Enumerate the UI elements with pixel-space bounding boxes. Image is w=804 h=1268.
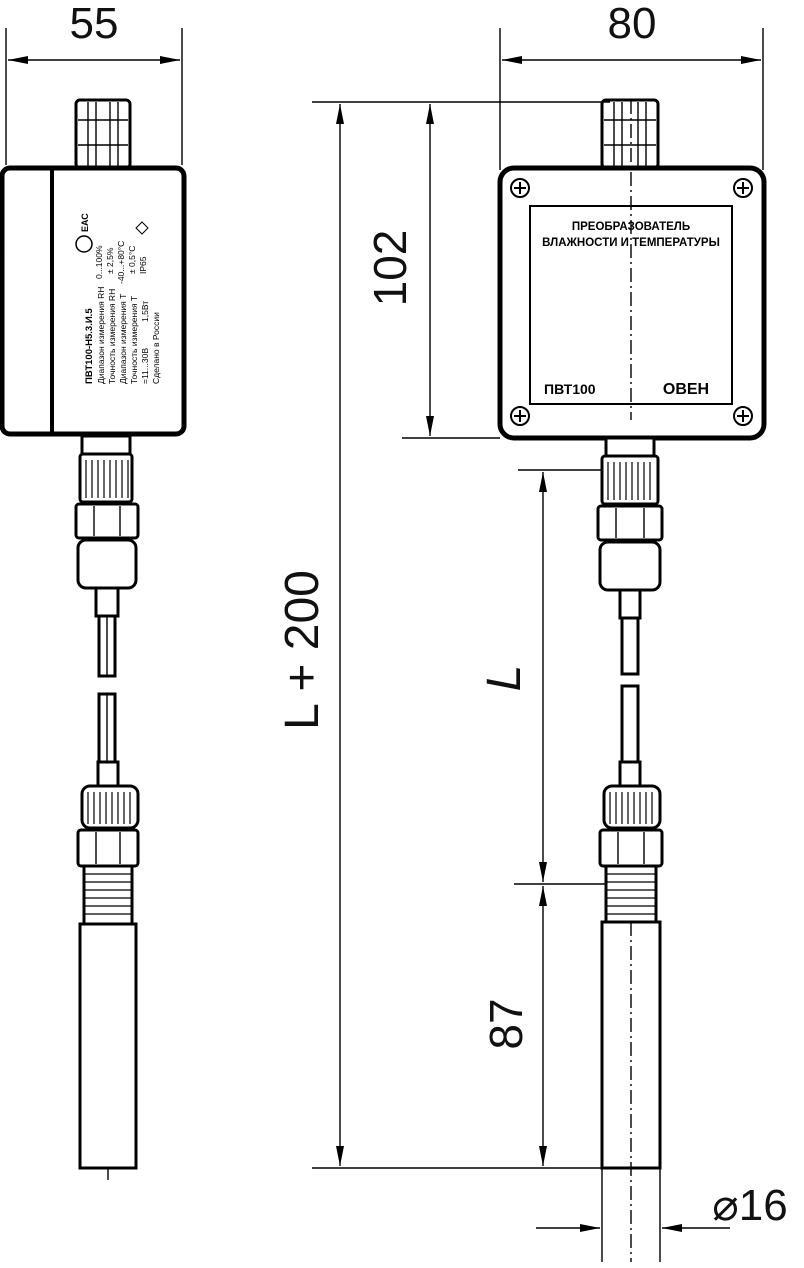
front-view: 80 ПРЕОБРАЗОВАТЕЛЬ ВЛАЖНОСТИ И ТЕМПЕРАТУ… xyxy=(497,0,788,1262)
front-cable-sleeve xyxy=(618,588,642,620)
housing-screws xyxy=(510,178,753,426)
screw-slot xyxy=(737,410,749,422)
side-line5-value: 1,5Вт xyxy=(140,301,150,322)
side-line5: =11...30В xyxy=(140,348,150,384)
probe-length-label: 87 xyxy=(480,998,532,1049)
side-line1-value: 0...100% xyxy=(94,245,104,279)
front-probe-nut xyxy=(598,828,664,868)
side-line4-value: ± 0,5°С xyxy=(127,246,137,274)
screw-slot xyxy=(737,182,749,194)
side-probe-nut xyxy=(76,828,140,868)
side-probe-body xyxy=(78,922,138,1170)
side-probe-thread xyxy=(82,864,134,926)
front-cable-boot xyxy=(598,540,662,592)
screw-slot xyxy=(514,182,526,194)
side-line3-value: -40...+80°С xyxy=(116,241,126,284)
side-line2: Точность измерения RH xyxy=(107,289,117,384)
side-probe-knurl xyxy=(87,792,131,824)
nameplate-brand: ОВЕН xyxy=(663,381,709,398)
cable-length-label: L xyxy=(478,665,531,692)
vertical-dimensions: L + 200 102 L 87 xyxy=(276,101,610,1169)
side-nameplate: ПВТ100-Н5.3.И.5 Диапазон измерения RH 0.… xyxy=(75,213,161,384)
front-bottom-nut xyxy=(604,436,656,458)
front-probe-knurl xyxy=(609,792,653,824)
side-cable-sleeve xyxy=(94,586,120,618)
side-housing xyxy=(0,165,187,437)
front-top-gland xyxy=(600,98,660,170)
front-hex-nut xyxy=(596,504,664,542)
total-length-label: L + 200 xyxy=(276,570,329,730)
front-cable-upper xyxy=(620,616,640,676)
front-probe-sleeve xyxy=(618,760,642,788)
side-line4: Точность измерения Т xyxy=(129,296,139,384)
side-probe-thread-lines xyxy=(84,873,132,915)
screw-slot xyxy=(514,410,526,422)
side-view: 55 ПВТ100-Н5.3.И.5 Диапазон измерения RH… xyxy=(0,0,187,1180)
side-model: ПВТ100-Н5.3.И.5 xyxy=(84,308,95,384)
side-hex-nut xyxy=(74,502,140,540)
front-cable-lower xyxy=(620,684,640,764)
housing-height-label: 102 xyxy=(364,230,416,307)
side-line3: Диапазон измерения Т xyxy=(118,294,128,384)
brand-logo-icon xyxy=(75,235,93,253)
eac-mark: ЕАС xyxy=(80,213,90,232)
side-line1: Диапазон измерения RH xyxy=(96,287,106,384)
side-cable-boot xyxy=(76,538,138,590)
side-line6: Сделано в России xyxy=(151,312,161,384)
front-probe-thread-lines xyxy=(606,873,656,915)
side-gland-knurl xyxy=(85,460,129,498)
cert-diamond-icon xyxy=(135,221,149,235)
side-ip: IP65 xyxy=(138,256,148,274)
front-width-label: 80 xyxy=(608,0,657,48)
front-gland-knurl xyxy=(607,462,651,500)
nameplate-model: ПВТ100 xyxy=(544,381,596,397)
side-bottom-nut xyxy=(80,434,132,456)
nameplate-title-2: ВЛАЖНОСТИ И ТЕМПЕРАТУРЫ xyxy=(542,237,720,249)
side-width-label: 55 xyxy=(70,0,119,48)
front-probe-thread xyxy=(604,864,658,924)
side-bottom-gland xyxy=(78,452,134,504)
side-line2-value: ± 2,5% xyxy=(105,247,115,274)
side-probe-sleeve xyxy=(96,760,120,788)
probe-diameter-label: ⌀16 xyxy=(712,1181,787,1230)
side-top-gland xyxy=(74,98,132,170)
